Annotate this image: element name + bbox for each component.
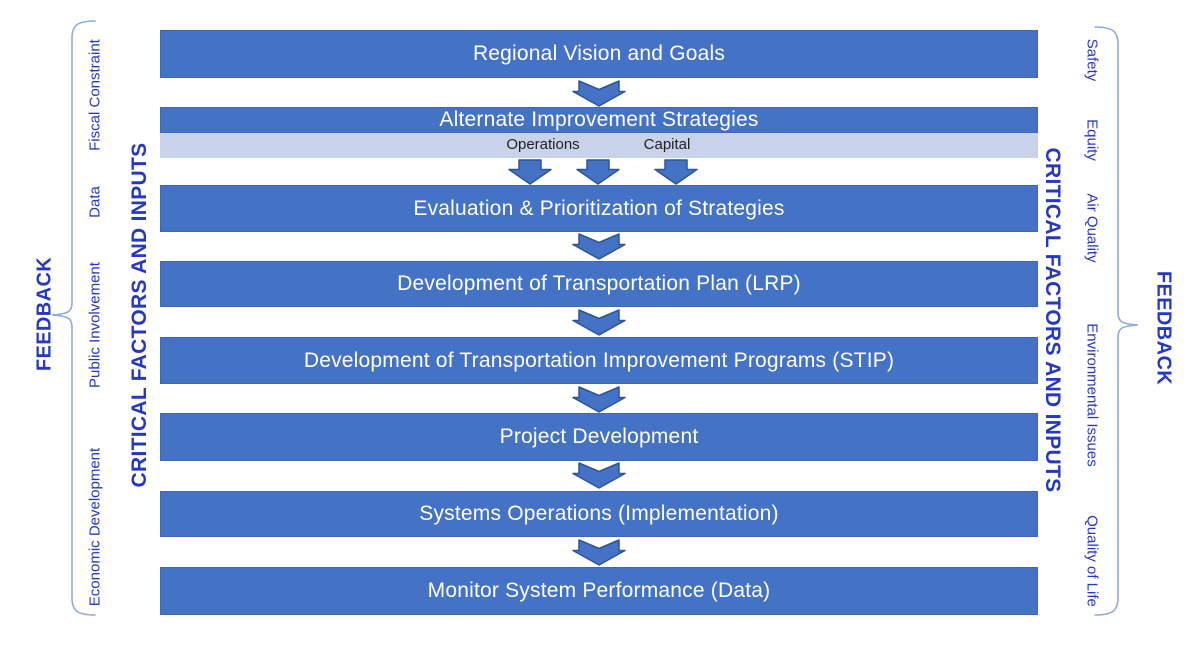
strategy-substrip	[160, 133, 1038, 158]
left-critical-factors-title: CRITICAL FACTORS AND INPUTS	[128, 142, 151, 488]
left-factor-label-economic-development: Economic Development	[86, 447, 104, 607]
right-feedback-label: FEEDBACK	[1152, 270, 1175, 386]
down-arrow-icon	[576, 159, 620, 185]
flow-step-5-bar: Development of Transportation Improvemen…	[160, 337, 1038, 384]
down-arrow-icon	[508, 159, 552, 185]
flow-step-8-bar: Monitor System Performance (Data)	[160, 567, 1038, 615]
flow-step-7-bar: Systems Operations (Implementation)	[160, 491, 1038, 537]
down-arrow-notched-icon	[572, 386, 626, 413]
flow-step-3-bar: Evaluation & Prioritization of Strategie…	[160, 185, 1038, 232]
down-arrow-notched-icon	[572, 233, 626, 260]
down-arrow-notched-icon	[572, 309, 626, 336]
left-factor-label-fiscal-constraint: Fiscal Constraint	[86, 39, 104, 151]
down-arrow-notched-icon	[572, 80, 626, 107]
flow-step-4-bar: Development of Transportation Plan (LRP)	[160, 261, 1038, 307]
flow-step-1-bar: Regional Vision and Goals	[160, 30, 1038, 78]
flow-step-2-bar: Alternate Improvement Strategies	[160, 107, 1038, 133]
down-arrow-notched-icon	[572, 462, 626, 489]
left-factor-label-public-involvement: Public Involvement	[86, 262, 104, 388]
left-factor-label-data: Data	[86, 186, 104, 218]
substrip-label-operations: Operations	[506, 136, 580, 153]
flow-step-6-bar: Project Development	[160, 413, 1038, 461]
right-critical-factors-title: CRITICAL FACTORS AND INPUTS	[1041, 147, 1064, 493]
feedback-brace-icon	[1094, 26, 1139, 616]
down-arrow-icon	[654, 159, 698, 185]
feedback-brace-icon	[51, 20, 96, 616]
down-arrow-notched-icon	[572, 539, 626, 566]
substrip-label-capital: Capital	[643, 136, 691, 153]
